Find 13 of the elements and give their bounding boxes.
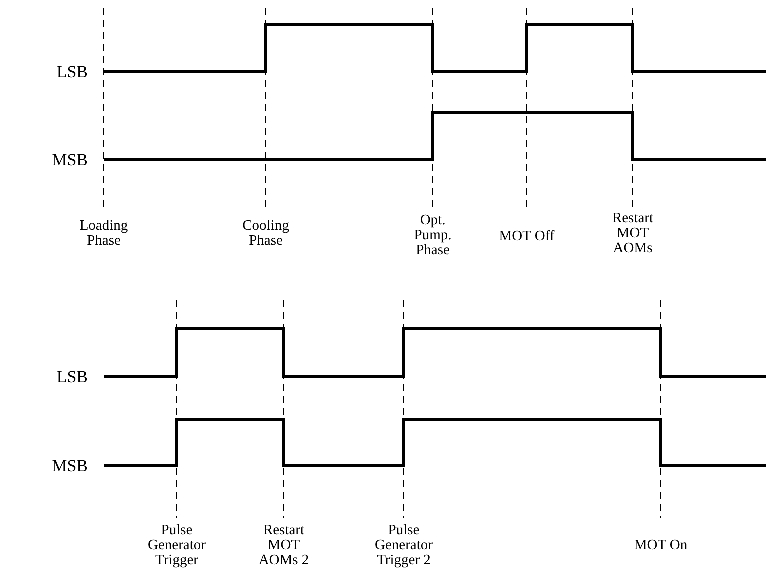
signal-name: MSB (52, 152, 88, 168)
event-label: MOT Off (498, 230, 556, 244)
signal-name: MSB (52, 458, 88, 474)
event-label: Opt. Pump. Phase (413, 214, 453, 258)
event-label: Pulse Generator Trigger (147, 524, 207, 568)
signal-name: LSB (56, 368, 88, 386)
event-label: Cooling Phase (242, 219, 290, 249)
event-label: MOT On (633, 538, 689, 554)
event-label: Pulse Generator Trigger 2 (374, 524, 434, 568)
signal-name: LSB (56, 64, 88, 80)
event-label: Loading Phase (78, 219, 130, 249)
event-label: Restart MOT AOMs (611, 212, 655, 256)
event-label: Restart MOT AOMs 2 (258, 524, 310, 568)
